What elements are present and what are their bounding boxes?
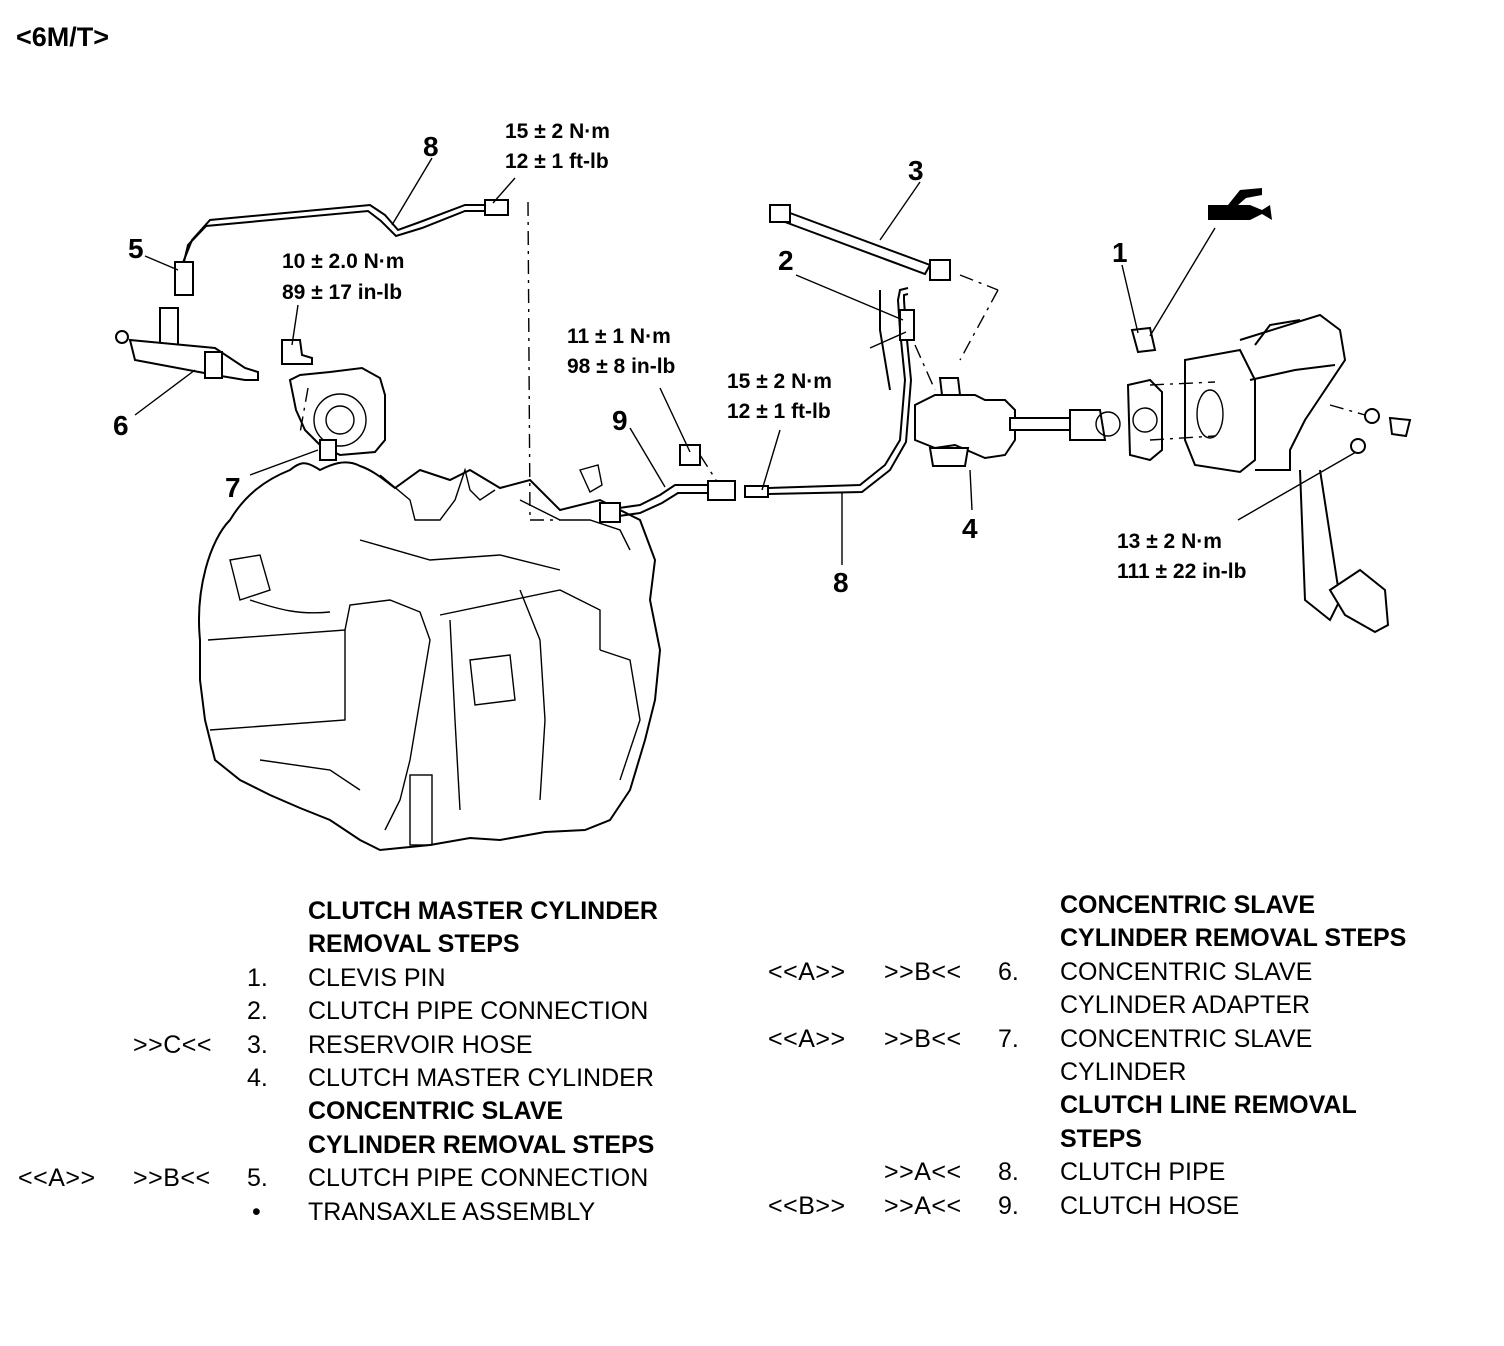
step-row: 2.CLUTCH PIPE CONNECTION: [247, 997, 649, 1026]
step-row: CYLINDER ADAPTER: [1060, 991, 1311, 1020]
clutch-pipe-upper: [181, 199, 560, 521]
step-row: 4.CLUTCH MASTER CYLINDER: [247, 1063, 654, 1092]
clutch-hose: [579, 444, 736, 523]
step-row: >>A<<8.CLUTCH PIPE: [884, 1158, 1226, 1187]
concentric-slave-cylinder: [281, 339, 386, 461]
step-row: •TRANSAXLE ASSEMBLY: [252, 1197, 596, 1226]
steps-heading: CONCENTRIC SLAVE: [308, 1097, 564, 1126]
torque-slave-metric: 10 ± 2.0 N·m: [282, 250, 404, 273]
torque-pedal-metric: 13 ± 2 N·m: [1117, 530, 1222, 553]
callout-5: 5: [128, 233, 144, 264]
callout-2: 2: [778, 245, 794, 276]
clutch-pedal-assembly: [1126, 313, 1412, 634]
callout-3: 3: [908, 155, 924, 186]
steps-heading: CYLINDER REMOVAL STEPS: [1060, 924, 1407, 953]
callout-8-lower: 8: [833, 567, 849, 598]
clutch-exploded-diagram: 1 2 3 4 5 6 7 8 8 9 15 ± 2 N·m 12 ± 1 ft…: [113, 120, 1412, 852]
callout-8-upper: 8: [423, 131, 439, 162]
torque-pipe-top-imperial: 12 ± 1 ft-lb: [505, 150, 609, 173]
page-tag: <6M/T>: [16, 22, 110, 52]
torque-slave-imperial: 89 ± 17 in-lb: [282, 281, 402, 304]
leader-lines: [134, 157, 1357, 565]
callout-9: 9: [612, 405, 628, 436]
steps-heading: CYLINDER REMOVAL STEPS: [308, 1130, 655, 1159]
callout-4: 4: [962, 513, 978, 544]
removal-steps-right: CONCENTRIC SLAVE CYLINDER REMOVAL STEPS …: [0, 889, 1504, 1223]
steps-heading: CONCENTRIC SLAVE: [1060, 891, 1316, 919]
slave-cylinder-adapter: [115, 261, 259, 381]
steps-heading: CLUTCH MASTER CYLINDER: [308, 897, 658, 925]
removal-steps-left: CLUTCH MASTER CYLINDER REMOVAL STEPS 1.C…: [0, 895, 740, 1229]
steps-heading: REMOVAL STEPS: [308, 930, 520, 959]
reservoir-hose: [769, 204, 999, 391]
step-row: CYLINDER: [1060, 1057, 1187, 1086]
step-row: >>C<<3.RESERVOIR HOSE: [133, 1030, 533, 1059]
callout-6: 6: [113, 410, 129, 441]
torque-pipe-mid-metric: 15 ± 2 N·m: [727, 370, 832, 393]
torque-pipe-mid-imperial: 12 ± 1 ft-lb: [727, 400, 831, 423]
callout-1: 1: [1112, 237, 1128, 268]
step-row: <<A>>>>B<<7.CONCENTRIC SLAVE: [768, 1024, 1313, 1053]
clutch-master-cylinder: [914, 377, 1121, 511]
step-row: 1.CLEVIS PIN: [247, 963, 446, 992]
torque-pipe-top-metric: 15 ± 2 N·m: [505, 120, 610, 143]
transaxle-assembly: [198, 461, 662, 852]
callout-7: 7: [225, 472, 241, 503]
torque-pedal-imperial: 111 ± 22 in-lb: [1117, 560, 1246, 583]
torque-hose-bolt-metric: 11 ± 1 N·m: [567, 325, 671, 348]
steps-heading: STEPS: [1060, 1124, 1142, 1153]
step-row: <<A>>>>B<<6.CONCENTRIC SLAVE: [768, 957, 1313, 986]
steps-heading: CLUTCH LINE REMOVAL: [1060, 1091, 1357, 1120]
grease-icon: [1208, 188, 1272, 220]
step-row: <<A>>>>B<<5.CLUTCH PIPE CONNECTION: [18, 1164, 649, 1193]
step-row: <<B>>>>A<<9.CLUTCH HOSE: [768, 1191, 1240, 1220]
torque-hose-bolt-imperial: 98 ± 8 in-lb: [567, 355, 675, 378]
